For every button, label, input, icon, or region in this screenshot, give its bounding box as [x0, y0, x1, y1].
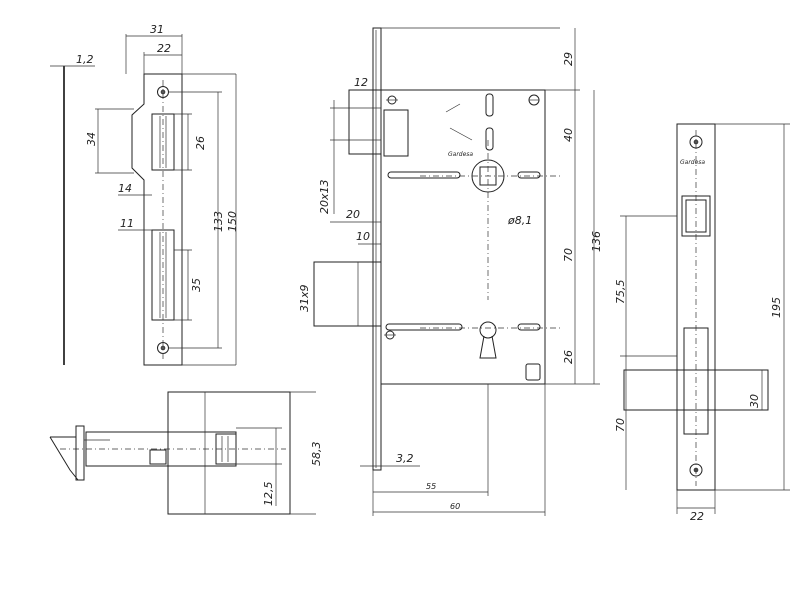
- dim-backset-total: 55: [426, 482, 436, 491]
- dim-faceplate-pitch: 75,5: [614, 280, 627, 305]
- dim-faceplate-length: 195: [770, 297, 783, 318]
- dim-latch-height: 12: [354, 76, 368, 89]
- lock-case-front-view: 12 20x13 ø8,1 20 10 31x9 Gardes: [298, 27, 603, 516]
- strike-plate-front-view: 1,2 31 22 34 14 11: [50, 23, 239, 366]
- dim-edge-offset-a: 14: [118, 182, 132, 195]
- dim-bolt-opening: 35: [190, 278, 203, 292]
- dim-strike-width-outer: 31: [150, 23, 164, 36]
- dim-edge-offset-b: 11: [120, 217, 134, 230]
- dim-bolt-inset: 10: [356, 230, 370, 243]
- dim-faceplate-bolt-w: 30: [748, 394, 761, 408]
- brand-mark-faceplate: Gardesa: [680, 159, 705, 166]
- dim-latch-size: 20x13: [318, 179, 331, 214]
- faceplate-front-view: Gardesa 75,5 70 195 30 22: [614, 123, 790, 523]
- dim-case-width: 60: [450, 502, 460, 511]
- dim-deadbolt-size: 31x9: [298, 284, 311, 312]
- dim-spindle: ø8,1: [507, 214, 532, 227]
- dim-faceplate-dist: 70: [614, 418, 627, 432]
- dim-strike-width-inner: 22: [157, 42, 171, 55]
- dim-strike-length: 150: [226, 211, 239, 232]
- dim-faceplate-thick: 3,2: [396, 452, 414, 465]
- dim-strike-thickness: 1,2: [76, 53, 94, 66]
- dim-latch-opening: 34: [85, 132, 98, 146]
- bolt-side-view: 12,5 58,3: [49, 391, 323, 515]
- brand-mark-case: Gardesa: [448, 151, 473, 158]
- dim-case-top: 29: [562, 52, 575, 66]
- dim-latch-top: 40: [562, 128, 575, 142]
- dim-bolt-projection: 20: [346, 208, 360, 221]
- dim-bolt-throw: 58,3: [310, 442, 323, 467]
- dim-keyhole-bottom: 26: [562, 350, 575, 364]
- dim-strike-pitch: 133: [212, 211, 225, 232]
- dim-bolt-tail: 12,5: [262, 482, 275, 507]
- dim-centre-distance: 70: [562, 248, 575, 262]
- dim-case-height: 136: [590, 231, 603, 252]
- dim-latch-opening-h: 26: [194, 136, 207, 150]
- dim-faceplate-width: 22: [690, 510, 704, 523]
